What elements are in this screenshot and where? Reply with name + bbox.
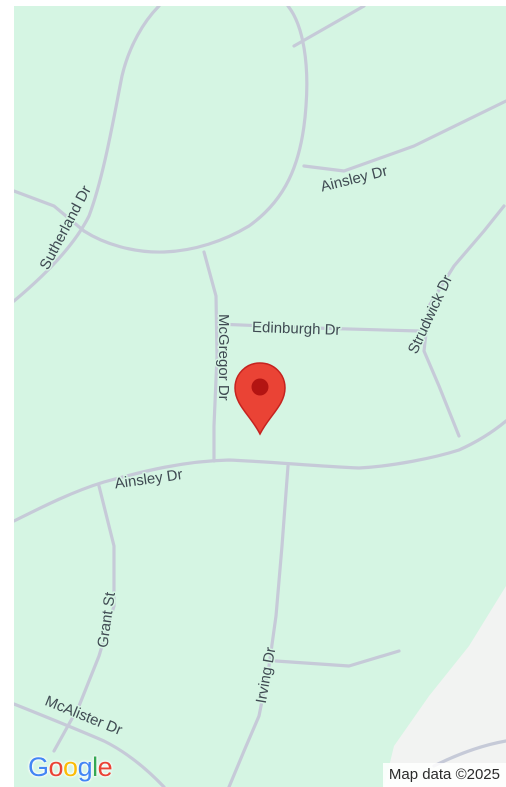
map-pin-dot [251, 378, 269, 396]
road-grant [52, 484, 116, 753]
logo-letter-1: G [28, 752, 49, 782]
map-canvas[interactable]: Ainsley Dr Sutherland Dr Strudwick Dr Mc… [14, 6, 506, 787]
map-pin-icon[interactable] [234, 362, 286, 436]
road-sutherland [14, 6, 161, 303]
road-irving-spur [274, 649, 401, 668]
logo-letter-4: g [77, 752, 93, 782]
map-graphic: Ainsley Dr Sutherland Dr Strudwick Dr Mc… [14, 6, 506, 787]
road-strudwick [422, 204, 506, 438]
road-edinburgh [215, 322, 421, 333]
road-north-spur [292, 6, 366, 48]
road-upper-loop [82, 6, 309, 254]
road-ainsley-lower [14, 419, 506, 523]
label-edinburgh: Edinburgh Dr [252, 319, 341, 339]
road-west-spur [14, 189, 86, 233]
google-logo[interactable]: Google [28, 752, 113, 782]
map-attribution[interactable]: Map data ©2025 [382, 763, 506, 787]
road-southeast-curve [432, 739, 506, 768]
logo-letter-6: e [97, 752, 113, 782]
road-ainsley-upper-east [302, 99, 506, 173]
logo-letter-5: l [92, 752, 98, 782]
logo-letter-2: o [48, 752, 64, 782]
developed-area [384, 586, 506, 787]
road-irving [227, 464, 290, 787]
road-mcalister [14, 702, 166, 787]
road-mcgregor [202, 250, 219, 463]
logo-letter-3: o [63, 752, 78, 782]
label-mcgregor: McGregor Dr [215, 314, 232, 401]
map-pin-body [234, 362, 286, 436]
